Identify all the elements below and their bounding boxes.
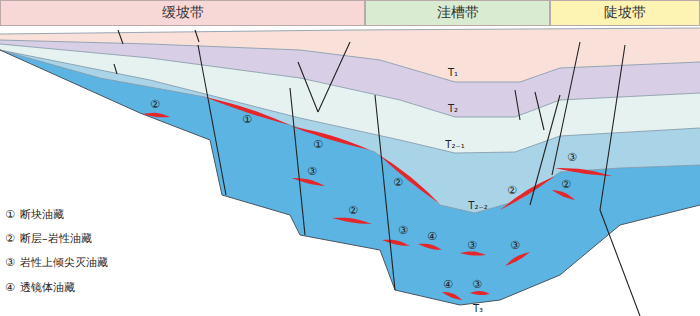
- fault-line: [515, 90, 520, 120]
- callout-number: ②: [393, 177, 403, 188]
- legend-number: ②: [5, 233, 15, 244]
- zone-name: 缓坡带: [162, 4, 204, 22]
- horizon-line: [0, 28, 700, 34]
- oil-reservoir: [442, 292, 462, 300]
- callout-number: ②: [150, 99, 160, 110]
- oil-reservoir: [555, 168, 612, 176]
- stratum-layer: [0, 50, 700, 305]
- callout-number: ④: [443, 279, 453, 290]
- oil-reservoir: [552, 190, 575, 200]
- callout-number: ③: [398, 225, 408, 236]
- zone-band: 缓坡带: [0, 0, 365, 26]
- fault-line: [535, 92, 544, 130]
- legend-text: 岩性上倾尖灭油藏: [20, 257, 108, 268]
- oil-reservoir: [460, 251, 486, 255]
- fault-line: [114, 64, 117, 74]
- callout-number: ③: [472, 279, 482, 290]
- oil-reservoir: [378, 154, 440, 204]
- legend-number: ①: [5, 209, 15, 220]
- oil-reservoir: [290, 126, 370, 150]
- zone-name: 洼槽带: [437, 4, 479, 22]
- oil-reservoir: [505, 252, 530, 266]
- fault-line: [552, 42, 580, 175]
- zone-band: 陡坡带: [550, 0, 700, 26]
- fault-line: [118, 30, 123, 44]
- oil-reservoir: [143, 113, 170, 117]
- callout-number: ②: [507, 185, 517, 196]
- callout-number: ③: [307, 166, 317, 177]
- horizon-line: [0, 50, 700, 213]
- callout-number: ③: [467, 240, 477, 251]
- basement-line: [0, 50, 700, 305]
- horizon-line: [0, 40, 700, 82]
- callout-number: ②: [348, 205, 358, 216]
- horizon-label: T₂₋₂: [468, 201, 487, 211]
- oil-reservoir: [418, 244, 442, 250]
- callout-number: ④: [427, 231, 437, 242]
- legend-text: 断块油藏: [20, 209, 64, 220]
- fault-line: [290, 88, 305, 235]
- callout-number: ①: [313, 139, 323, 150]
- callout-number: ②: [561, 179, 571, 190]
- oil-reservoir: [292, 178, 325, 186]
- oil-reservoir: [382, 240, 410, 246]
- horizon-label: T₂: [448, 104, 458, 114]
- oil-reservoir: [500, 176, 555, 210]
- horizon-label: T₃: [473, 304, 483, 314]
- fault-line: [195, 30, 199, 42]
- oil-reservoir: [332, 218, 372, 224]
- zone-band: 洼槽带: [365, 0, 550, 26]
- fault-line: [530, 95, 560, 205]
- legend-number: ③: [5, 257, 15, 268]
- horizon-line: [0, 44, 700, 117]
- legend-text: 透镜体油藏: [20, 282, 75, 293]
- horizon-label: T₂₋₁: [445, 140, 464, 150]
- oil-reservoir: [205, 97, 290, 125]
- callout-number: ①: [242, 114, 252, 125]
- legend-text: 断层–岩性油藏: [20, 233, 92, 244]
- fault-line: [298, 62, 318, 112]
- fault-line: [318, 42, 350, 112]
- callout-number: ③: [510, 240, 520, 251]
- horizon-label: T₁: [448, 68, 458, 78]
- fault-line: [198, 45, 226, 195]
- horizon-line: [0, 50, 700, 153]
- callout-number: ③: [567, 152, 577, 163]
- zone-name: 陡坡带: [604, 4, 646, 22]
- fault-line: [600, 210, 640, 316]
- oil-reservoir: [470, 291, 490, 295]
- legend-number: ④: [5, 282, 15, 293]
- fault-line: [600, 45, 625, 210]
- fault-line: [375, 95, 395, 290]
